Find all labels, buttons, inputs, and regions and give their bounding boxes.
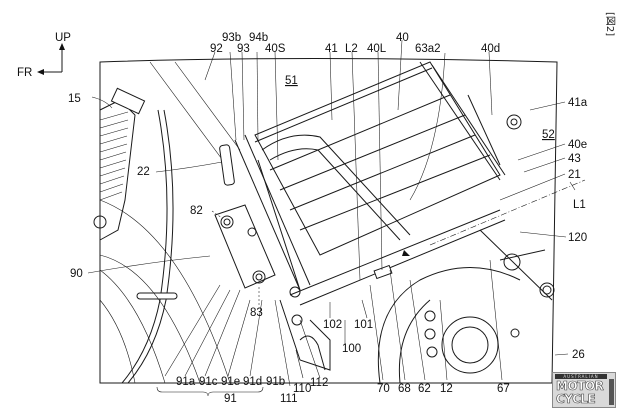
label-92: 92 — [210, 43, 223, 55]
label-101: 101 — [354, 319, 373, 331]
label-110: 110 — [293, 383, 311, 395]
label-91e: 91e — [221, 376, 240, 388]
label-40: 40 — [396, 32, 409, 44]
label-90: 90 — [70, 268, 83, 280]
watermark-line2: CYCLE — [556, 392, 596, 406]
label-41a: 41a — [568, 97, 588, 109]
watermark-side-bar — [609, 379, 614, 405]
motor-wheel — [377, 114, 555, 384]
label-93b: 93b — [222, 32, 241, 44]
label-94b: 94b — [249, 32, 268, 44]
battery-unit — [254, 61, 506, 256]
label-102: 102 — [323, 319, 342, 331]
label-70: 70 — [377, 383, 390, 395]
label-62: 62 — [418, 383, 431, 395]
label-91: 91 — [224, 393, 237, 405]
watermark-logo: AUSTRALIAN MOTOR CYCLE — [552, 372, 616, 408]
label-68: 68 — [398, 383, 411, 395]
label-40e: 40e — [568, 139, 587, 151]
label-91b: 91b — [266, 376, 285, 388]
label-91a: 91a — [176, 376, 196, 388]
reference-labels: 15 22 82 90 83 92 93b 93 94b 40S 51 41 L… — [68, 32, 588, 405]
label-L2: L2 — [345, 43, 358, 55]
label-40S: 40S — [265, 43, 286, 55]
label-12: 12 — [440, 383, 453, 395]
front-label: FR — [17, 67, 32, 79]
label-L1: L1 — [573, 199, 586, 211]
figure-label: [図2] — [604, 12, 616, 36]
label-40d: 40d — [481, 43, 500, 55]
lower-rail — [289, 209, 506, 326]
label-63a2: 63a2 — [415, 43, 441, 55]
label-67: 67 — [497, 383, 510, 395]
handle-frame — [257, 134, 411, 291]
watermark-line1: MOTOR — [556, 379, 604, 393]
label-26: 26 — [572, 349, 585, 361]
label-111: 111 — [280, 393, 297, 405]
label-91c: 91c — [199, 376, 218, 388]
label-91d: 91d — [243, 376, 262, 388]
swingarm-bracket — [279, 299, 331, 371]
label-83: 83 — [250, 307, 263, 319]
leader-lines — [87, 39, 576, 397]
label-52: 52 — [542, 129, 555, 141]
label-51: 51 — [285, 75, 298, 87]
label-41: 41 — [325, 43, 338, 55]
label-120: 120 — [568, 232, 587, 244]
label-21: 21 — [568, 169, 581, 181]
label-112: 112 — [310, 377, 328, 389]
bellows-boot — [93, 87, 146, 241]
label-100: 100 — [342, 343, 361, 355]
cable — [121, 109, 178, 384]
label-43: 43 — [568, 153, 581, 165]
watermark-top-text: AUSTRALIAN — [555, 374, 607, 379]
label-15: 15 — [68, 93, 81, 105]
drawing-frame — [99, 58, 558, 384]
label-22: 22 — [137, 166, 150, 178]
label-93: 93 — [237, 43, 250, 55]
direction-indicator: UP FR — [17, 32, 71, 79]
label-82: 82 — [190, 205, 203, 217]
label-40L: 40L — [367, 43, 387, 55]
bracket-assembly — [214, 134, 311, 291]
up-label: UP — [55, 32, 71, 44]
